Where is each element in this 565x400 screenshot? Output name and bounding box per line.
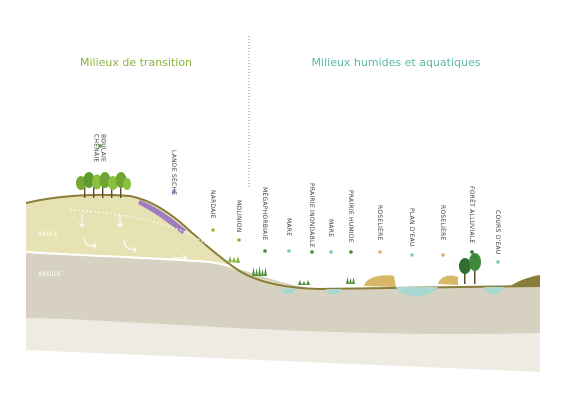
infiltration-arrows [78,215,188,262]
clay-layer [26,252,540,335]
right-bank [510,275,540,287]
habitat-megaphorbiaie: MÉGAPHORBIAIE [261,187,269,253]
habitat-marker-dot [441,253,445,257]
habitat-marker-dot [329,250,333,254]
habitat-marker-dot [378,250,382,254]
habitat-label: BOULAIE [100,134,107,162]
habitat-marker-dot [263,249,267,253]
habitat-marker-dot [211,228,215,232]
habitat-roseliere-1: ROSELIÈRE [376,205,384,254]
sand-layer [26,194,320,289]
groundwater-line [69,209,239,267]
habitat-marker-dot [349,250,353,254]
habitat-mare-1: MARE [285,218,292,253]
habitat-label: MARE [327,219,334,237]
pond-1 [280,289,296,295]
habitat-label: CHÊNAIE [93,134,101,162]
alluvial-forest [459,253,481,284]
habitat-nardaie: NARDAIE [209,190,216,232]
water-bodies [280,287,504,297]
habitat-marker-dot [470,250,474,254]
habitat-label: FORÊT ALLUVIALE [468,186,476,243]
title-transition: Milieux de transition [80,56,192,69]
habitat-marker-dot [98,144,102,148]
habitat-marker-dot [287,249,291,253]
habitat-label: PLAN D'EAU [408,208,415,247]
habitat-label: PRAIRIE INONDABLE [308,183,315,248]
lake [396,287,438,297]
pond-2 [326,289,342,295]
sand-clay-boundary [25,251,321,289]
habitat-marker-dot [310,250,314,254]
habitat-prairie-humide: PRAIRIE HUMIDE [347,190,354,254]
habitat-label: NARDAIE [209,190,216,219]
habitat-lande-seche: LANDE SÈCHE [170,150,178,195]
habitat-cours-deau: COURS D'EAU [494,210,501,264]
title-aquatic: Milieux humides et aquatiques [312,56,481,69]
oak-birch-grove [76,172,131,198]
habitat-marker-dot [410,253,414,257]
habitat-label: COURS D'EAU [494,210,501,255]
habitat-label: PRAIRIE HUMIDE [347,190,354,243]
habitat-roseliere-2: ROSELIÈRE [439,205,447,257]
habitat-foret-alluviale: FORÊT ALLUVIALE [468,186,476,254]
ground-surface [25,193,541,291]
layer-label-sand: SABLE [38,231,58,238]
habitat-prairie-inondable: PRAIRIE INONDABLE [308,183,315,254]
habitat-molinion: MOLINION [235,200,242,242]
habitat-label: MOLINION [235,200,242,232]
habitat-marker-dot [172,190,176,194]
habitat-label: LANDE SÈCHE [170,150,178,195]
habitat-label: MARE [285,218,292,236]
habitat-mare-2: MARE [327,219,334,254]
layer-label-clay: ARGILE [38,271,61,278]
river [484,287,504,295]
heath-band [138,200,186,234]
habitat-marker-dot [237,238,241,242]
wetland-vegetation [228,256,458,287]
habitat-label: ROSELIÈRE [376,205,384,241]
habitat-marker-dot [496,260,500,264]
habitat-label: MÉGAPHORBIAIE [261,187,269,241]
habitat-plan-deau: PLAN D'EAU [408,208,415,257]
habitat-label: ROSELIÈRE [439,205,447,241]
